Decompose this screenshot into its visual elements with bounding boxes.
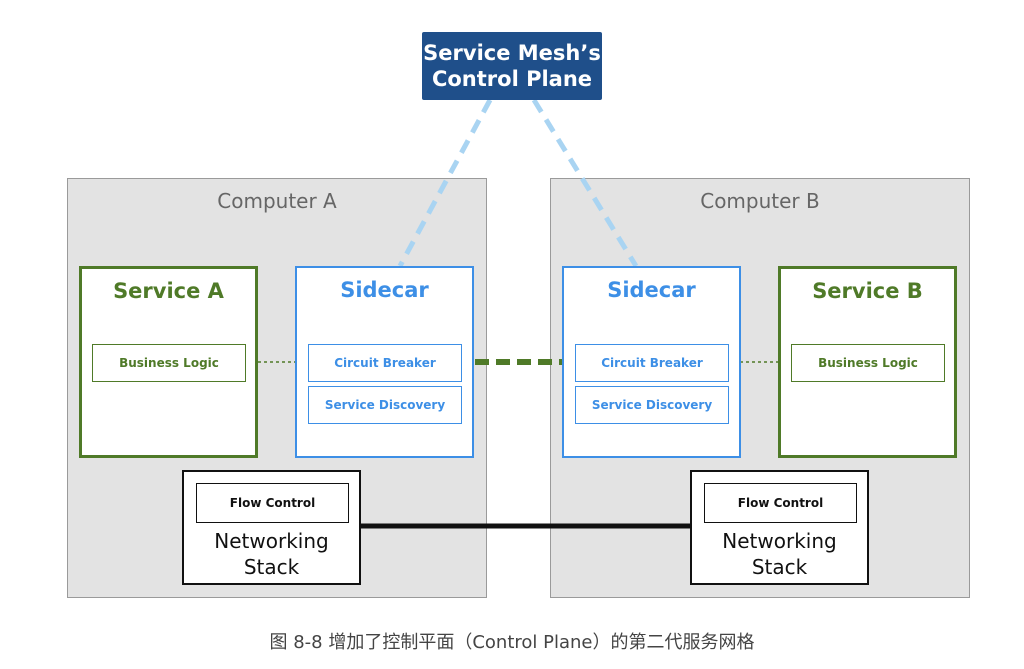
networking-stack-b-label: Networking Stack (692, 528, 867, 580)
networking-stack-a-label: Networking Stack (184, 528, 359, 580)
networking-stack-b: Flow Control Networking Stack (690, 470, 869, 585)
service-b-title: Service B (812, 279, 923, 303)
sidecar-a-service-discovery: Service Discovery (308, 386, 462, 424)
control-link-b (531, 98, 639, 268)
networking-stack-b-line1: Networking (722, 529, 837, 553)
sidecar-a-title: Sidecar (340, 278, 429, 302)
control-plane-line2: Control Plane (431, 67, 593, 91)
service-a-business-logic: Business Logic (92, 344, 246, 382)
figure-caption: 图 8-8 增加了控制平面（Control Plane）的第二代服务网格 (269, 632, 755, 653)
sidecar-b-circuit-breaker: Circuit Breaker (575, 344, 729, 382)
computer-a-title: Computer A (217, 189, 337, 213)
networking-stack-a: Flow Control Networking Stack (182, 470, 361, 585)
control-link-a (397, 98, 493, 268)
control-plane-line1: Service Mesh’s (423, 41, 601, 65)
networking-stack-a-line2: Stack (243, 555, 300, 579)
service-b-business-logic: Business Logic (791, 344, 945, 382)
control-plane-box: Service Mesh’s Control Plane (422, 32, 602, 100)
sidecar-b-service-discovery: Service Discovery (575, 386, 729, 424)
flow-control-b: Flow Control (704, 483, 857, 523)
networking-stack-a-line1: Networking (214, 529, 329, 553)
sidecar-b-title: Sidecar (607, 278, 696, 302)
networking-stack-b-line2: Stack (751, 555, 808, 579)
sidecar-a-circuit-breaker: Circuit Breaker (308, 344, 462, 382)
flow-control-a: Flow Control (196, 483, 349, 523)
service-a-title: Service A (113, 279, 224, 303)
computer-b-title: Computer B (700, 189, 820, 213)
